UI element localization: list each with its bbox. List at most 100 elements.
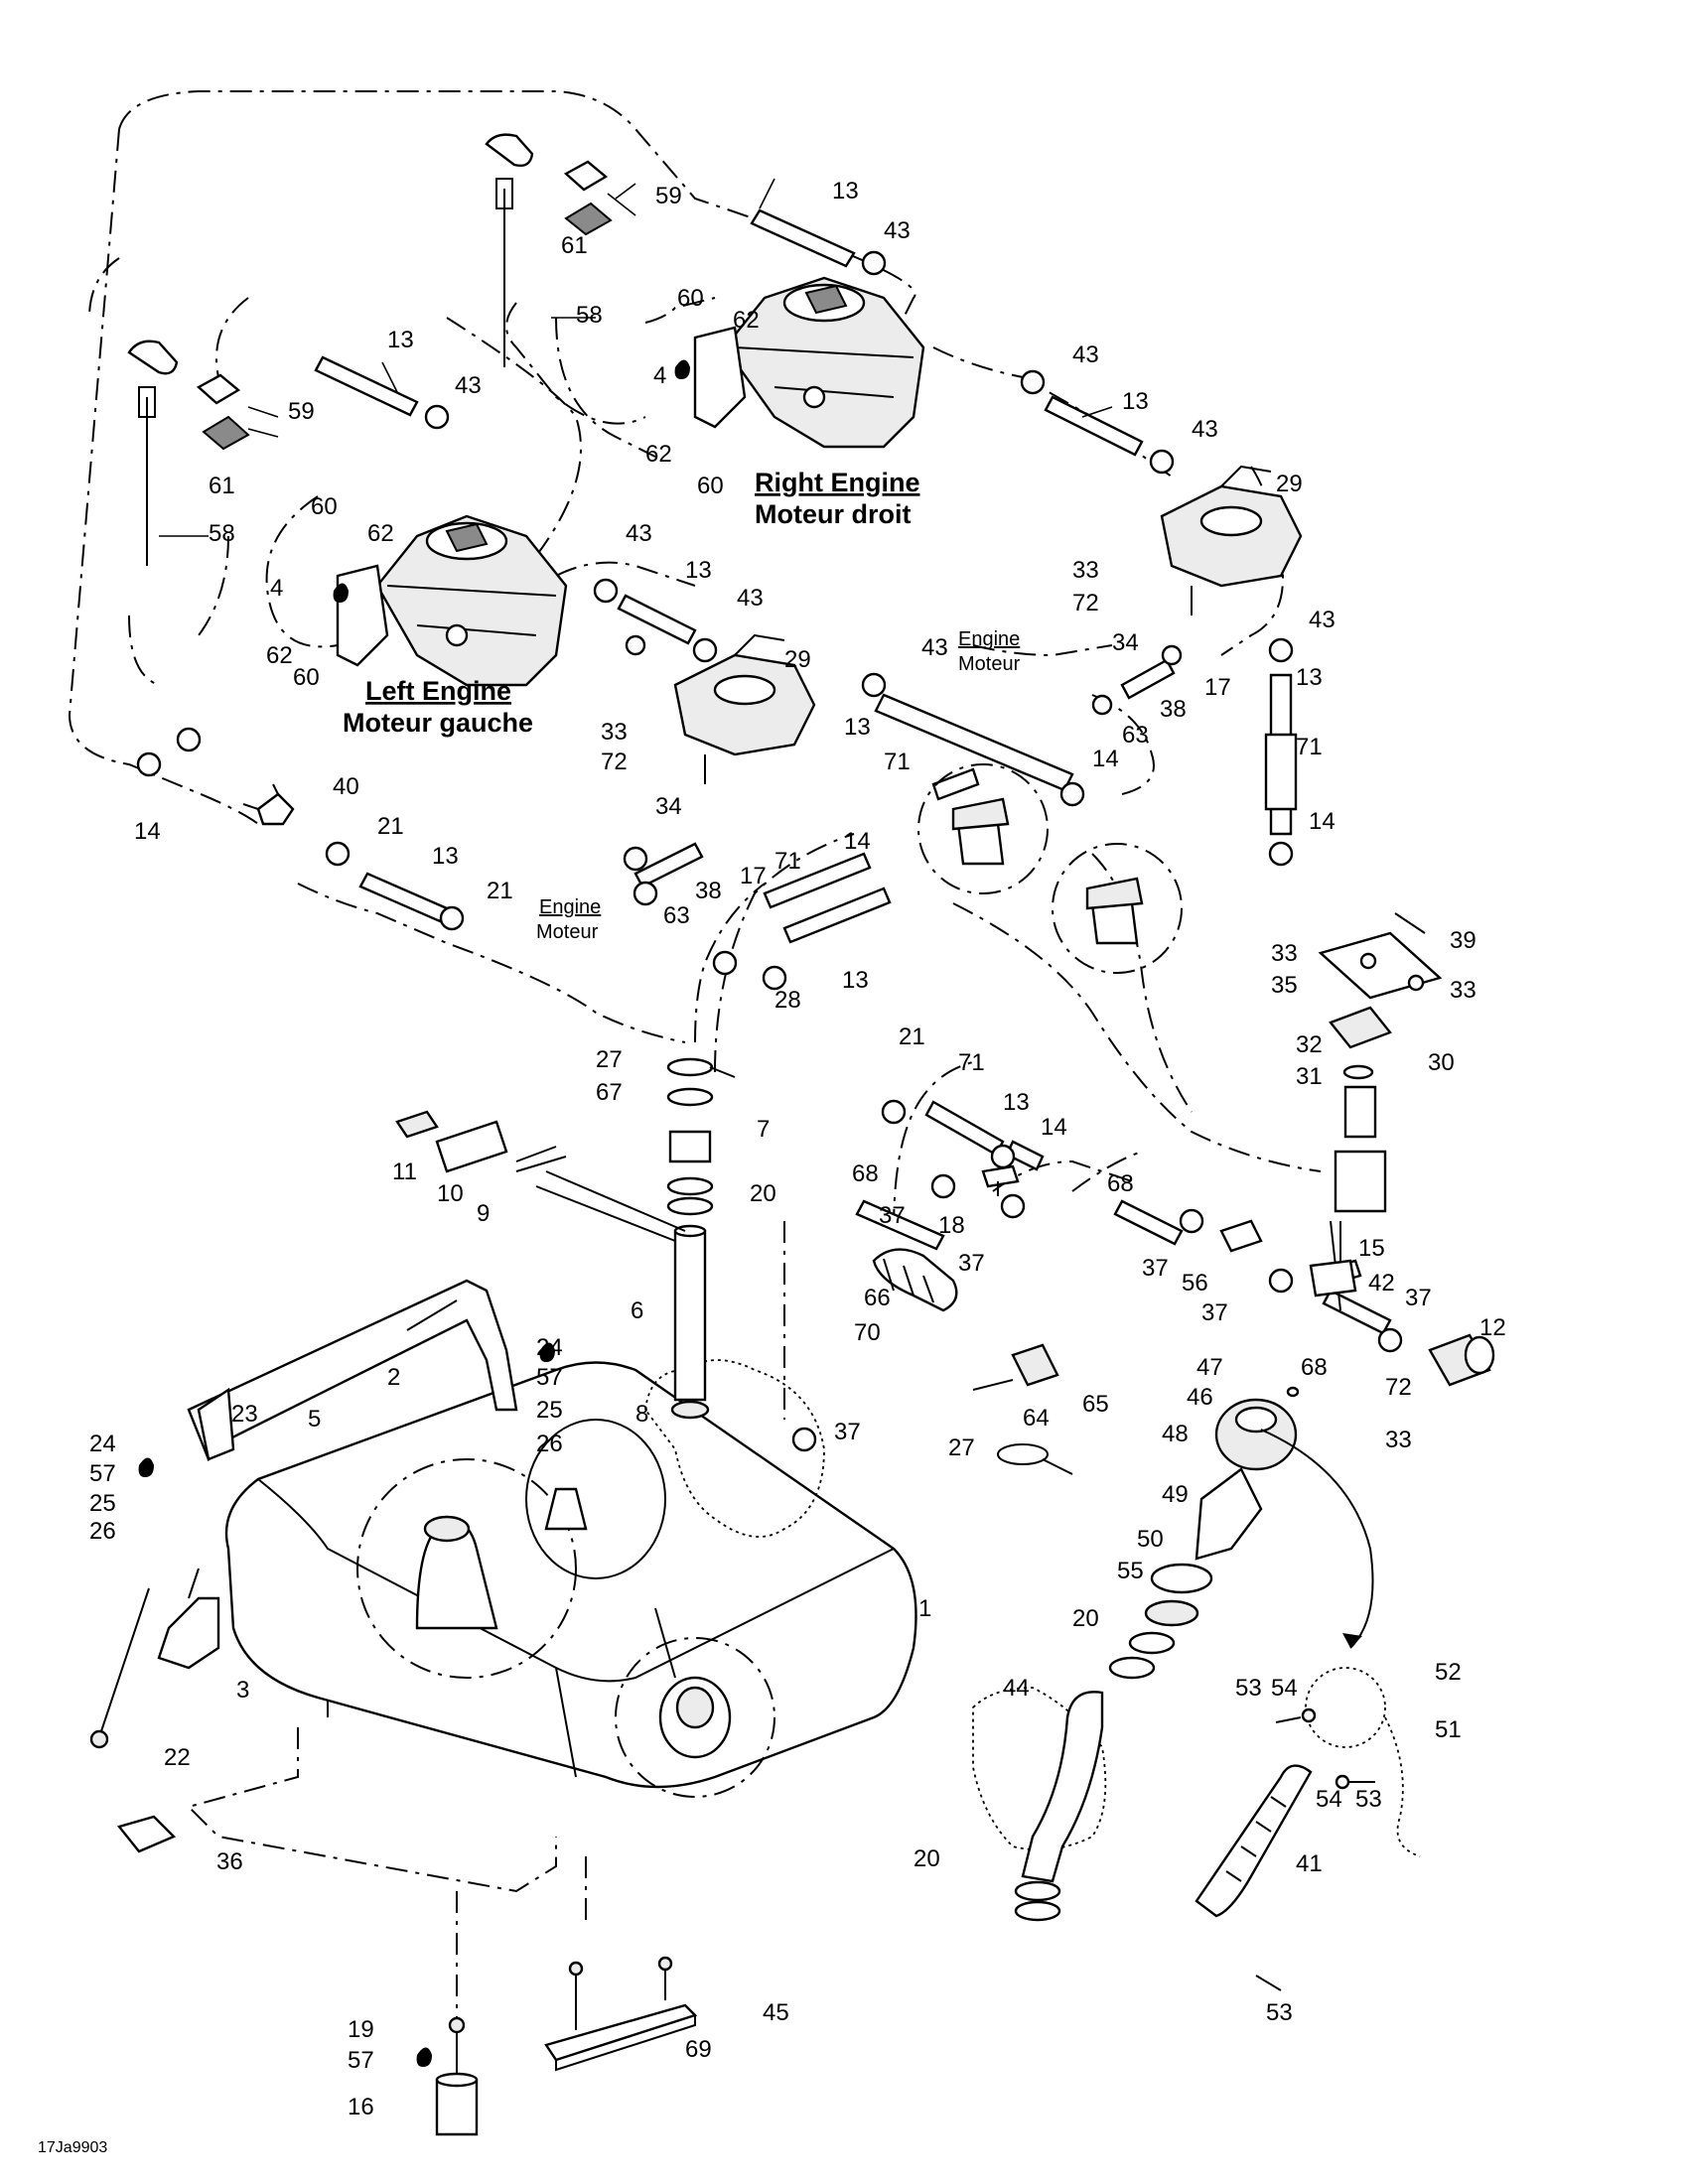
callout-14b: 14 xyxy=(1092,746,1119,772)
callout-11: 11 xyxy=(392,1159,417,1185)
callout-54b: 54 xyxy=(1316,1786,1342,1813)
y-connector-40 xyxy=(242,783,295,826)
callout-25b: 25 xyxy=(536,1397,563,1424)
callout-71b: 71 xyxy=(884,749,911,775)
callout-59b: 59 xyxy=(288,398,315,425)
fuel-filter-assembly xyxy=(1318,912,1443,1213)
callout-28: 28 xyxy=(774,987,801,1014)
callout-36: 36 xyxy=(216,1848,243,1875)
callout-66: 66 xyxy=(864,1285,891,1311)
callout-52: 52 xyxy=(1435,1659,1462,1686)
callout-32: 32 xyxy=(1296,1031,1323,1058)
callout-43h: 43 xyxy=(921,634,948,661)
callout-43e: 43 xyxy=(1309,607,1336,633)
callout-34: 34 xyxy=(1112,629,1139,656)
callout-63: 63 xyxy=(1122,722,1149,749)
callout-43b: 43 xyxy=(455,372,482,399)
callout-1: 1 xyxy=(918,1595,931,1622)
callout-37: 37 xyxy=(879,1202,906,1229)
callout-26: 26 xyxy=(89,1518,116,1545)
callout-72b: 72 xyxy=(601,749,628,775)
engine-note-right-en: Engine xyxy=(958,628,1020,650)
callout-20: 20 xyxy=(750,1180,776,1207)
callout-47: 47 xyxy=(1196,1354,1223,1381)
callout-43f: 43 xyxy=(626,520,652,547)
callout-33c: 33 xyxy=(1271,940,1298,967)
callout-56: 56 xyxy=(1182,1270,1208,1297)
callout-24b: 24 xyxy=(536,1334,563,1361)
callout-49: 49 xyxy=(1162,1481,1189,1508)
callout-62: 62 xyxy=(733,307,760,334)
drawing-code: 17Ja9903 xyxy=(38,2139,107,2156)
tank-filler-detail xyxy=(356,1458,588,1679)
callout-14c: 14 xyxy=(134,818,161,845)
callout-16: 16 xyxy=(348,2094,374,2120)
t-fitting-18 xyxy=(981,1164,1020,1196)
callout-70: 70 xyxy=(854,1319,881,1346)
callout-55: 55 xyxy=(1117,1558,1144,1584)
fuel-filler-neck xyxy=(1108,1467,1263,1680)
callout-68c: 68 xyxy=(1301,1354,1328,1381)
callout-43: 43 xyxy=(884,217,911,244)
callout-20b: 20 xyxy=(1072,1605,1099,1632)
callout-37d: 37 xyxy=(1201,1299,1228,1326)
left-carburetor xyxy=(336,514,568,687)
vent-hose-41 xyxy=(1195,1764,1313,1918)
bracket-42 xyxy=(1309,1221,1357,1297)
callout-65: 65 xyxy=(1082,1391,1109,1418)
left-fuel-pump xyxy=(673,633,816,784)
callout-37b: 37 xyxy=(958,1250,985,1277)
engine-note-left-fr: Moteur xyxy=(536,921,599,943)
part-number-labels: 13 43 59 61 58 60 62 4 62 60 13 43 59 61… xyxy=(89,178,1506,2120)
callout-37c: 37 xyxy=(1142,1255,1169,1282)
callout-54: 54 xyxy=(1271,1675,1298,1702)
callout-9: 9 xyxy=(477,1200,490,1227)
callout-24: 24 xyxy=(89,1431,116,1457)
callout-60: 60 xyxy=(677,285,704,312)
pickup-tube xyxy=(666,1057,736,1420)
callout-21b: 21 xyxy=(487,878,513,904)
callout-27: 27 xyxy=(596,1046,623,1073)
bolt-22 xyxy=(89,1587,150,1749)
callout-38: 38 xyxy=(1160,696,1187,723)
callout-53: 53 xyxy=(1235,1675,1262,1702)
callout-18: 18 xyxy=(938,1212,965,1239)
callout-6: 6 xyxy=(631,1297,643,1324)
right-carburetor xyxy=(693,276,925,449)
callout-3: 3 xyxy=(236,1677,249,1704)
callout-33: 33 xyxy=(1072,557,1099,584)
callout-72c: 72 xyxy=(1385,1374,1412,1401)
callout-60c: 60 xyxy=(311,493,338,520)
callout-43g: 43 xyxy=(737,585,764,612)
callout-71d: 71 xyxy=(958,1049,985,1076)
callout-25: 25 xyxy=(89,1490,116,1517)
callout-41: 41 xyxy=(1296,1850,1323,1877)
left-engine-title: Left Engine xyxy=(365,676,511,706)
callout-39: 39 xyxy=(1450,927,1477,954)
callout-22: 22 xyxy=(164,1744,191,1771)
callout-43c: 43 xyxy=(1072,341,1099,368)
fuel-filter-detail-left xyxy=(917,763,1049,894)
engine-note-left-en: Engine xyxy=(539,896,601,918)
sender-wiring xyxy=(395,1110,686,1242)
callout-40: 40 xyxy=(333,773,359,800)
callout-42: 42 xyxy=(1368,1270,1395,1297)
callout-13: 13 xyxy=(832,178,859,205)
callout-44: 44 xyxy=(1003,1675,1030,1702)
callout-13f: 13 xyxy=(844,714,871,741)
callout-58b: 58 xyxy=(209,520,235,547)
callout-57b: 57 xyxy=(536,1364,563,1391)
callout-13i: 13 xyxy=(1003,1089,1030,1116)
right-engine-title: Right Engine xyxy=(755,468,919,497)
callout-23: 23 xyxy=(231,1401,258,1428)
tank-outlet-detail xyxy=(615,1637,775,1798)
callout-58: 58 xyxy=(576,302,603,329)
callout-46: 46 xyxy=(1187,1384,1213,1411)
callout-4: 4 xyxy=(653,362,666,389)
callout-13g: 13 xyxy=(432,843,459,870)
callout-61b: 61 xyxy=(209,473,235,499)
callout-69: 69 xyxy=(685,2036,712,2063)
callout-13b: 13 xyxy=(387,327,414,353)
pad-36 xyxy=(116,1815,177,1853)
small-parts-64-65-27 xyxy=(972,1343,1073,1475)
